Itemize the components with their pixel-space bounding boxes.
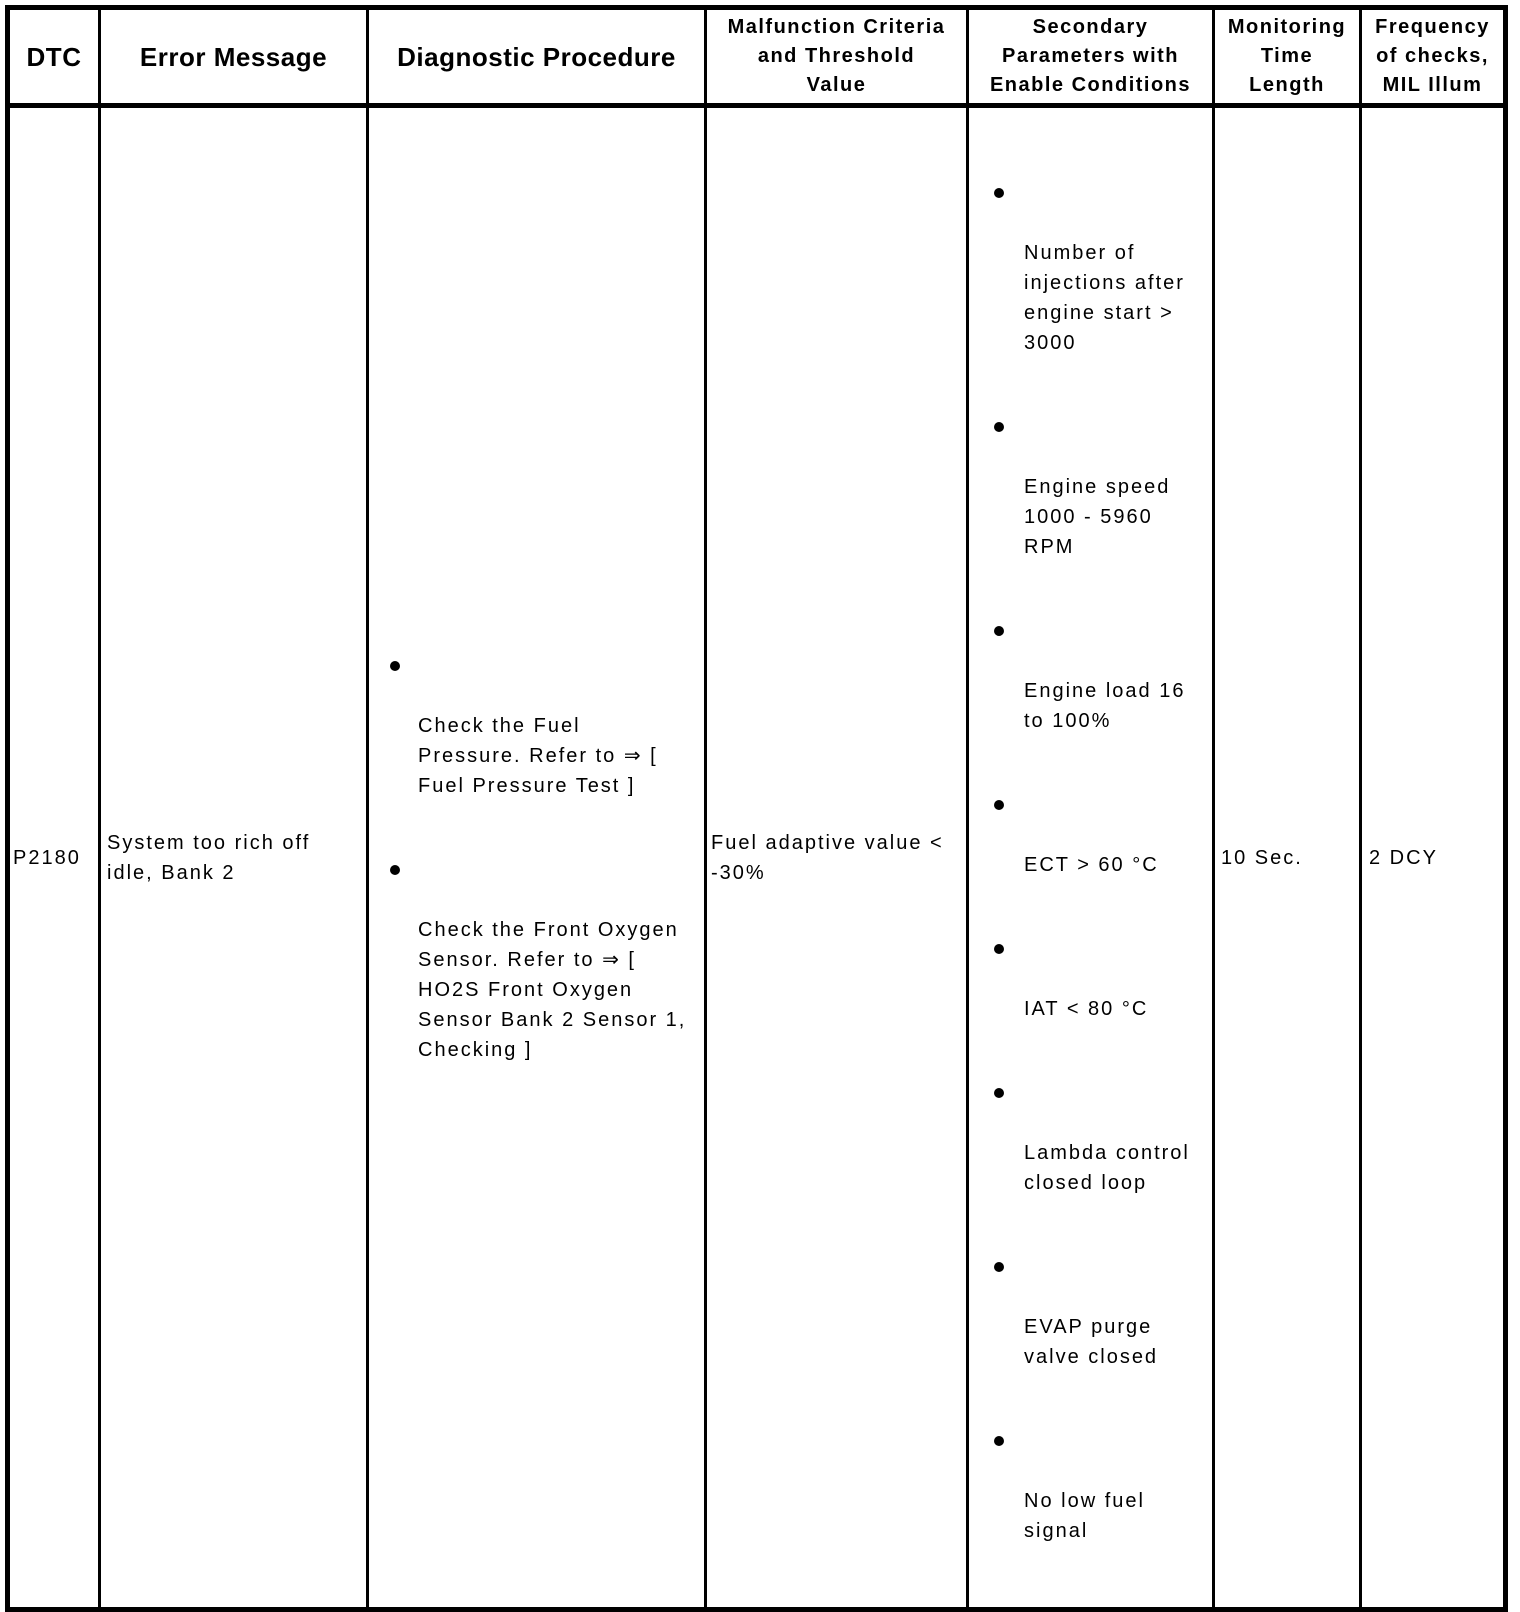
bullet-icon bbox=[994, 944, 1004, 954]
list-item: IAT < 80 °C bbox=[994, 934, 1209, 1024]
table-row: P2180 System too rich off idle, Bank 2 C… bbox=[6, 104, 1507, 1611]
bullet-icon bbox=[994, 422, 1004, 432]
list-item: Check the Fuel Pressure. Refer to ⇒ [ Fu… bbox=[390, 651, 700, 801]
cell-monitoring-time: 10 Sec. bbox=[1212, 104, 1362, 1611]
secondary-parameter: Engine speed 1000 - 5960 RPM bbox=[1024, 476, 1171, 558]
table-header-row: DTC Error Message Diagnostic Procedure M… bbox=[6, 6, 1507, 108]
bullet-icon bbox=[390, 864, 400, 875]
list-item: Number of injections after engine start … bbox=[994, 178, 1209, 358]
header-secondary-parameters: Secondary Parameters with Enable Conditi… bbox=[966, 6, 1215, 108]
secondary-parameter: Engine load 16 to 100% bbox=[1024, 680, 1186, 732]
list-item: No low fuel signal bbox=[994, 1426, 1209, 1546]
secondary-parameter: No low fuel signal bbox=[1024, 1490, 1145, 1542]
cell-malfunction-criteria: Fuel adaptive value < -30% bbox=[704, 104, 969, 1611]
secondary-parameter-list: Number of injections after engine start … bbox=[971, 148, 1211, 1576]
diagnostic-step: Check the Fuel Pressure. Refer to ⇒ [ Fu… bbox=[418, 714, 658, 797]
header-frequency: Frequency of checks, MIL Illum bbox=[1359, 6, 1507, 108]
diagnostic-step: Check the Front Oxygen Sensor. Refer to … bbox=[418, 918, 687, 1061]
cell-error-message: System too rich off idle, Bank 2 bbox=[98, 104, 369, 1611]
header-diagnostic-procedure: Diagnostic Procedure bbox=[366, 6, 707, 108]
header-dtc: DTC bbox=[6, 6, 101, 108]
cell-dtc: P2180 bbox=[6, 104, 101, 1611]
cell-secondary-parameters: Number of injections after engine start … bbox=[966, 104, 1215, 1611]
bullet-icon bbox=[994, 1262, 1004, 1272]
secondary-parameter: EVAP purge valve closed bbox=[1024, 1316, 1159, 1368]
secondary-parameter: Lambda control closed loop bbox=[1024, 1142, 1190, 1194]
list-item: EVAP purge valve closed bbox=[994, 1252, 1209, 1372]
secondary-parameter: ECT > 60 °C bbox=[1024, 854, 1159, 876]
secondary-parameter: IAT < 80 °C bbox=[1024, 998, 1149, 1020]
bullet-icon bbox=[994, 1088, 1004, 1098]
list-item: Check the Front Oxygen Sensor. Refer to … bbox=[390, 855, 700, 1065]
diagnostic-procedure-list: Check the Fuel Pressure. Refer to ⇒ [ Fu… bbox=[371, 621, 703, 1095]
bullet-icon bbox=[994, 800, 1004, 810]
bullet-icon bbox=[994, 188, 1004, 198]
header-error-message: Error Message bbox=[98, 6, 369, 108]
cell-diagnostic-procedure: Check the Fuel Pressure. Refer to ⇒ [ Fu… bbox=[366, 104, 707, 1611]
secondary-parameter: Number of injections after engine start … bbox=[1024, 242, 1185, 354]
bullet-icon bbox=[994, 626, 1004, 636]
bullet-icon bbox=[994, 1436, 1004, 1446]
header-monitoring-time: Monitoring Time Length bbox=[1212, 6, 1362, 108]
dtc-table: DTC Error Message Diagnostic Procedure M… bbox=[5, 5, 1508, 1612]
header-malfunction-criteria: Malfunction Criteria and Threshold Value bbox=[704, 6, 969, 108]
bullet-icon bbox=[390, 660, 400, 671]
list-item: Lambda control closed loop bbox=[994, 1078, 1209, 1198]
list-item: ECT > 60 °C bbox=[994, 790, 1209, 880]
list-item: Engine load 16 to 100% bbox=[994, 616, 1209, 736]
cell-frequency: 2 DCY bbox=[1359, 104, 1507, 1611]
list-item: Engine speed 1000 - 5960 RPM bbox=[994, 412, 1209, 562]
